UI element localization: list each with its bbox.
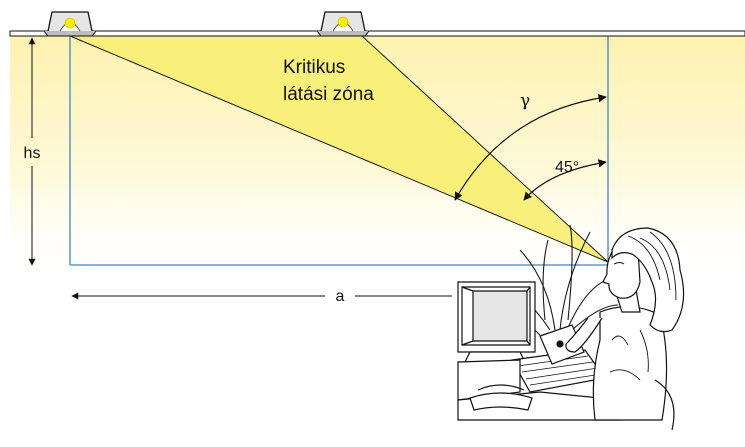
monitor-icon — [457, 281, 536, 363]
document-icon — [539, 324, 585, 365]
telephone-icon — [469, 384, 533, 411]
gamma-label: γ — [520, 91, 530, 111]
height-label: hs — [24, 145, 41, 162]
distance-dimension: a — [71, 288, 452, 305]
computer-worker-illustration — [457, 224, 685, 431]
zone-label-line1: Kritikus — [283, 57, 345, 78]
zone-label-line2: látási zóna — [283, 84, 374, 105]
distance-label: a — [336, 288, 345, 305]
gamma-angle-arc: γ — [454, 91, 607, 201]
angle-label: 45° — [555, 159, 579, 176]
guide-lines — [69, 36, 609, 266]
ceiling-lamp-icon — [43, 11, 97, 37]
desk — [457, 359, 521, 401]
ceiling — [9, 30, 745, 37]
forty-five-angle-arc: 45° — [523, 159, 607, 201]
ceiling-lamp-icon — [316, 11, 370, 37]
chair — [654, 379, 675, 431]
height-dimension: hs — [24, 37, 41, 266]
worker-figure — [565, 227, 685, 421]
